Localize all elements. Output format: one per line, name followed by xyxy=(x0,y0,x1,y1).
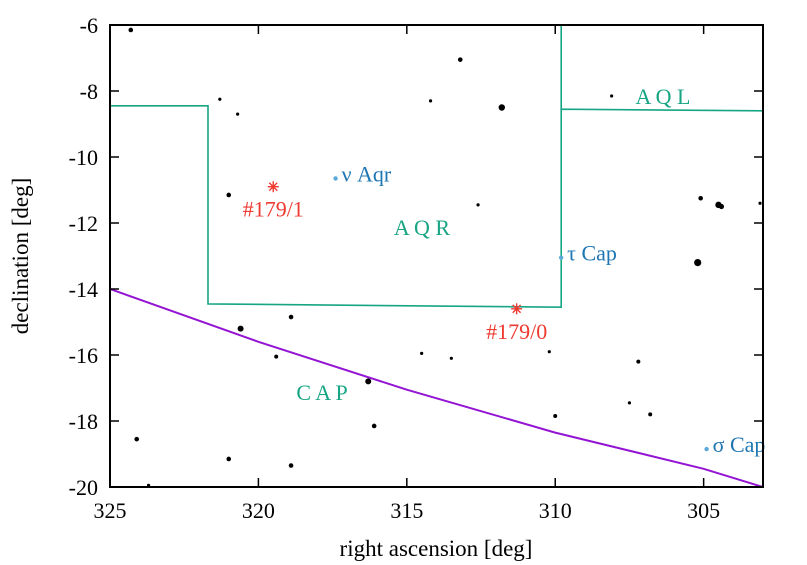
y-tick-label: -14 xyxy=(69,277,98,302)
star-point xyxy=(610,94,614,98)
star-point xyxy=(553,414,558,419)
star-point xyxy=(449,356,453,360)
star-point xyxy=(476,203,480,207)
star-point xyxy=(236,112,240,116)
x-tick-label: 320 xyxy=(242,498,275,523)
named-star-label: τ Cap xyxy=(567,241,617,266)
named-star-label: ν Aqr xyxy=(342,161,392,186)
named-star-point xyxy=(558,255,564,260)
star-point xyxy=(627,401,632,405)
star-point xyxy=(274,354,279,359)
constellation-boundaries xyxy=(110,25,763,309)
star-point xyxy=(636,359,641,364)
ecliptic-layer xyxy=(110,288,763,487)
star-point xyxy=(134,436,140,442)
stars-layer xyxy=(128,27,762,487)
x-tick-label: 325 xyxy=(94,498,127,523)
y-tick-label: -18 xyxy=(69,409,98,434)
star-point xyxy=(128,27,134,33)
named-star-point xyxy=(333,176,338,181)
y-tick-label: -10 xyxy=(69,145,98,170)
named-stars-layer: ν Aqr τ Cap σ Cap xyxy=(333,161,765,457)
star-point xyxy=(718,203,725,210)
y-tick-label: -6 xyxy=(80,13,98,38)
constellation-label-aqr: A Q R xyxy=(394,215,451,240)
star-point xyxy=(288,314,294,320)
x-tick-label: 310 xyxy=(539,498,572,523)
candidate-marker xyxy=(511,303,523,315)
star-point xyxy=(365,378,372,385)
y-tick-label: -12 xyxy=(69,211,98,236)
star-point xyxy=(420,351,424,355)
x-tick-label: 315 xyxy=(390,498,423,523)
x-tick-label: 305 xyxy=(687,498,720,523)
constellation-label-cap: C A P xyxy=(296,380,347,405)
star-point xyxy=(457,57,463,62)
star-point xyxy=(428,99,433,103)
constellation-label-aql: A Q L xyxy=(636,84,691,109)
named-star-label: σ Cap xyxy=(713,432,766,457)
candidate-label: #179/1 xyxy=(243,197,304,222)
y-tick-label: -8 xyxy=(80,79,98,104)
star-point xyxy=(218,97,222,101)
star-point xyxy=(547,350,551,354)
star-point xyxy=(371,423,377,429)
axes-layer: 325 320 315 310 305 -6 -8 -10 -12 -14 -16 -18 -20 xyxy=(69,13,763,523)
star-point xyxy=(226,192,232,198)
star-point xyxy=(698,195,703,201)
star-point xyxy=(498,104,505,111)
star-point xyxy=(226,456,232,462)
star-point xyxy=(758,201,762,205)
star-point xyxy=(648,412,653,417)
star-point xyxy=(288,463,294,468)
ecliptic-line xyxy=(110,288,763,487)
plot-frame xyxy=(109,24,764,488)
x-axis-title: right ascension [deg] xyxy=(340,536,533,561)
boundary-line-aqr xyxy=(110,105,763,309)
star-point xyxy=(694,259,702,267)
candidates-layer: #179/1 #179/0 xyxy=(243,181,547,344)
y-axis-title: declination [deg] xyxy=(8,178,33,334)
candidate-label: #179/0 xyxy=(486,319,547,344)
y-tick-label: -16 xyxy=(69,343,98,368)
candidate-marker xyxy=(267,181,279,193)
y-tick-label: -20 xyxy=(69,475,98,500)
named-star-point xyxy=(704,446,709,452)
star-point xyxy=(237,325,244,332)
